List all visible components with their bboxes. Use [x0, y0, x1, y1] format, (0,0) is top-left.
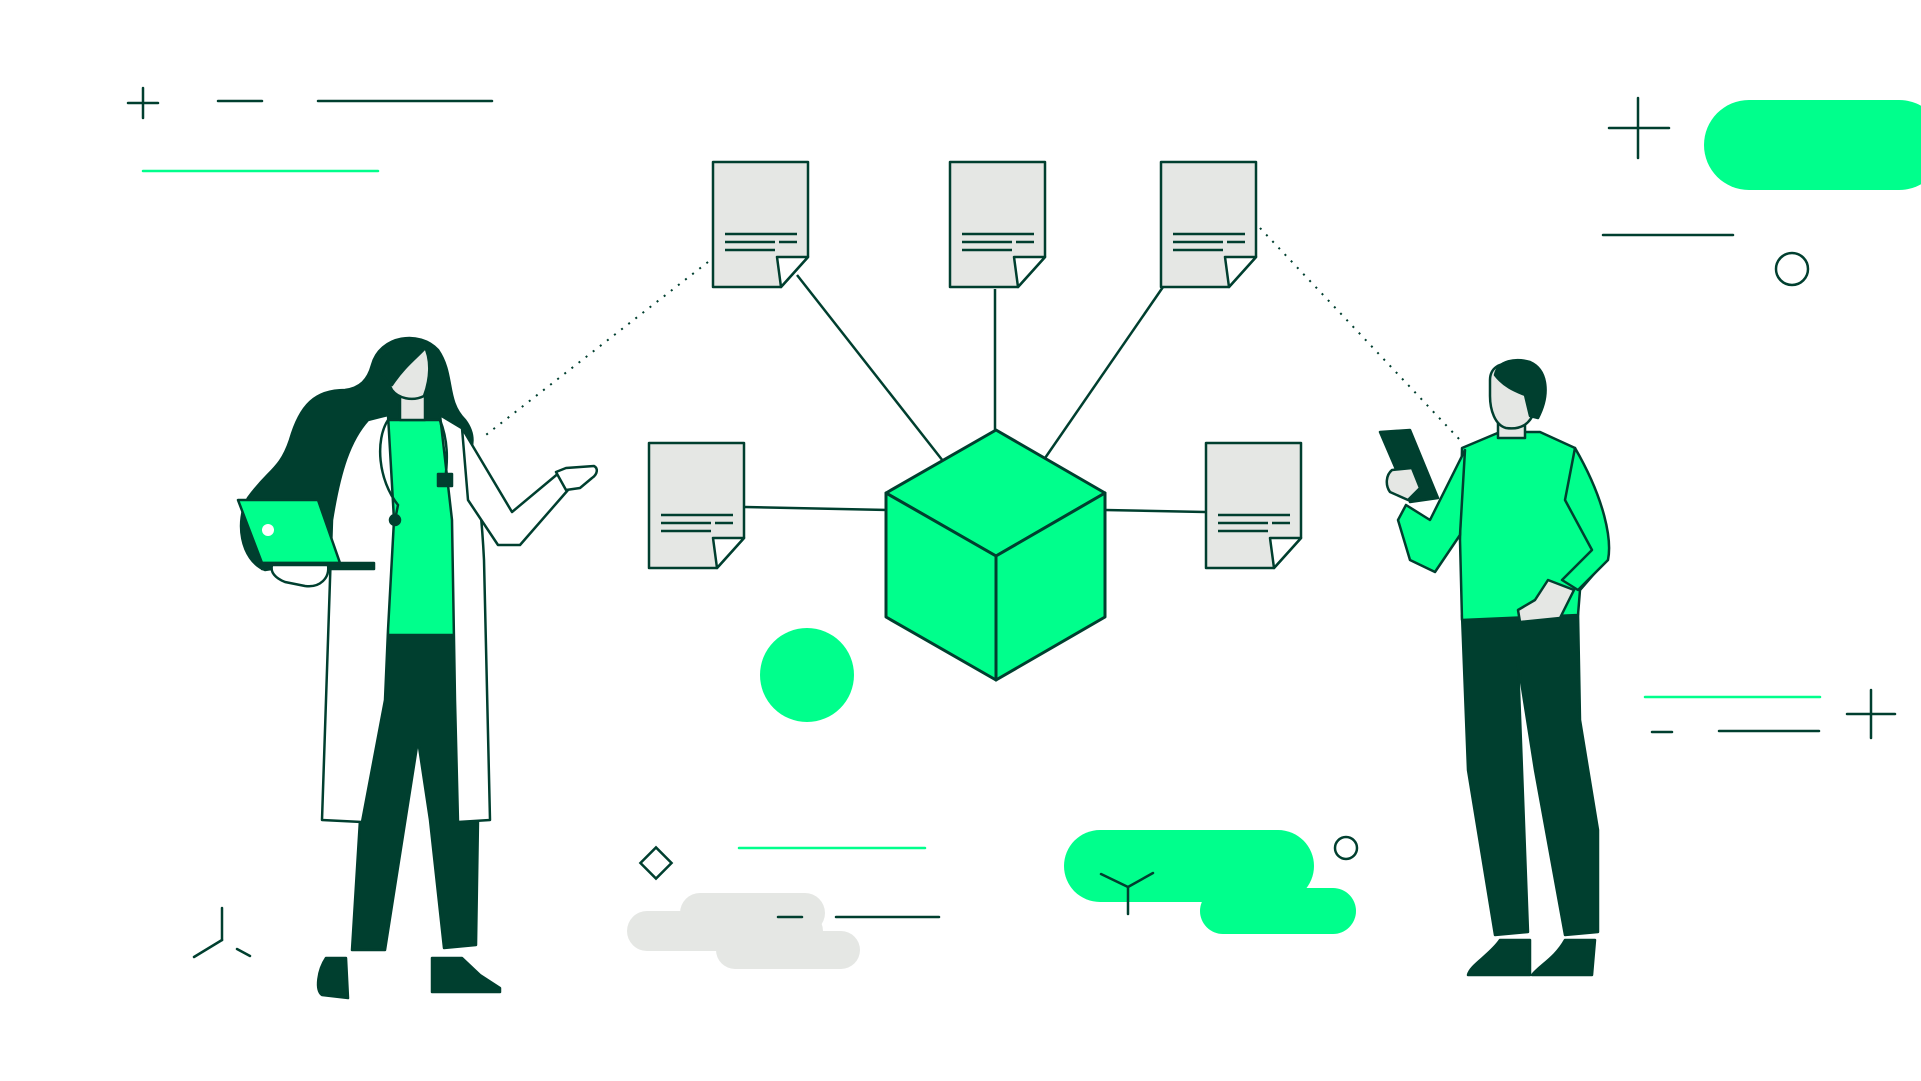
- document-middle-right: [1204, 441, 1303, 570]
- shoe: [1466, 938, 1532, 977]
- document-icon: [948, 160, 1047, 289]
- arm: [460, 426, 570, 547]
- accent-pill: [1704, 100, 1921, 190]
- arm: [1560, 446, 1611, 592]
- stethoscope-icon: [388, 513, 402, 527]
- accent-dot: [760, 628, 854, 722]
- shoe: [1530, 938, 1597, 977]
- diamond-icon: [638, 845, 674, 881]
- lab-coat: [320, 413, 396, 824]
- arm: [1396, 448, 1467, 574]
- tripod-mark-icon: [192, 906, 252, 959]
- dotted-connectors: [481, 227, 1461, 441]
- hair-front: [376, 337, 430, 387]
- document-icon: [647, 441, 746, 570]
- document-top-right: [1159, 160, 1258, 289]
- document-icon: [711, 160, 810, 289]
- tripod-mark-icon: [1099, 871, 1155, 916]
- document-icon: [1204, 441, 1303, 570]
- hand: [270, 563, 330, 588]
- hand: [554, 464, 598, 492]
- ring-icon: [1333, 835, 1359, 861]
- sparkle-icon: [1607, 96, 1671, 160]
- green-cloud: [1064, 830, 1356, 934]
- ring-icon: [1774, 251, 1810, 287]
- hand: [1385, 466, 1422, 502]
- doctor-figure: [236, 336, 598, 1000]
- shoe: [316, 956, 350, 1000]
- sparkle-icon: [126, 86, 160, 120]
- hand: [1516, 578, 1576, 624]
- shoe: [430, 956, 502, 994]
- pants: [1460, 610, 1600, 937]
- background-decorations: [126, 86, 1921, 969]
- document-icon: [1159, 160, 1258, 289]
- gray-cloud: [627, 893, 860, 969]
- cube-icon: [884, 428, 1107, 682]
- document-top-left: [711, 160, 810, 289]
- hair: [1493, 358, 1547, 420]
- man-figure: [1378, 358, 1611, 977]
- document-middle-left: [647, 441, 746, 570]
- sparkle-icon: [1845, 688, 1897, 740]
- hub-connectors: [744, 274, 1206, 514]
- document-top-center: [948, 160, 1047, 289]
